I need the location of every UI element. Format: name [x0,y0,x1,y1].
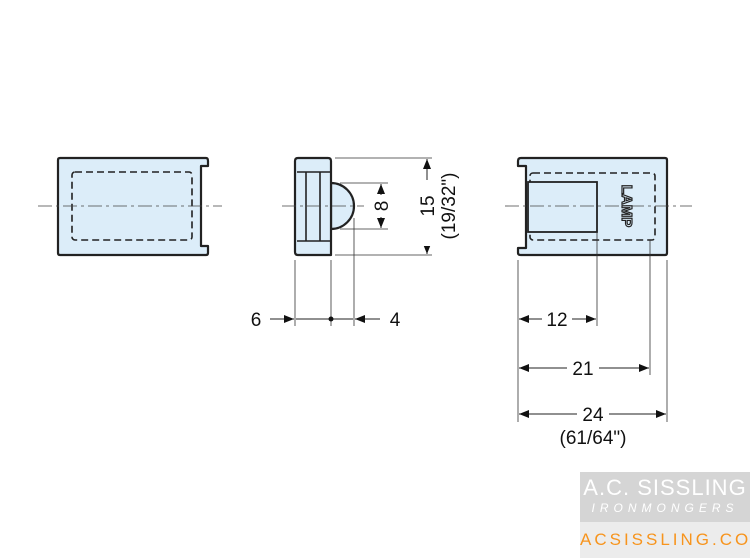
dim-flange: 6 [251,310,262,331]
dim-inner-length: 21 [572,359,593,380]
dim-height: 15 [418,195,439,216]
dim-window-depth: 12 [546,310,567,331]
dim-offset: 4 [390,310,401,331]
dim-height-in: (19/32") [439,173,460,240]
side-view-left [38,156,222,257]
logo-url: ACSISSLING.COM [580,522,750,558]
dim-overall-length-in: (61/64") [560,428,627,449]
logo-name: A.C. SISSLING [583,475,747,500]
dim-catch-width: 8 [372,201,393,212]
logo-tagline: IRONMONGERS [591,501,739,515]
end-view: 8 15 (19/32") 6 4 [251,156,462,331]
dim-overall-length: 24 [582,405,604,426]
brand-logo: A.C. SISSLING IRONMONGERS ACSISSLING.COM [580,472,750,558]
part-marking: LAMP [618,185,635,228]
side-view-right: LAMP 12 21 24 (61/64") [505,156,692,449]
